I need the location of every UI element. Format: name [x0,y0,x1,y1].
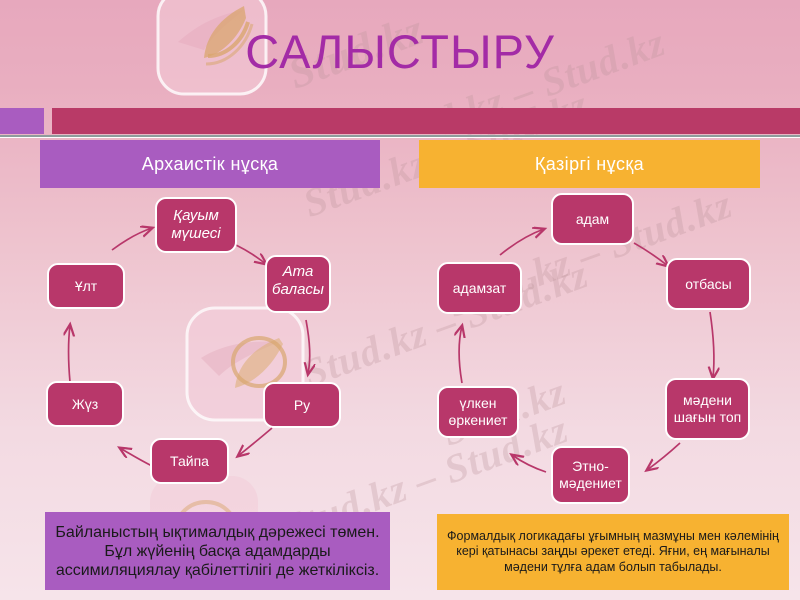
node-label: адамзат [452,279,507,296]
node-ata-balasy: Ата баласы [265,255,331,313]
node-adam: адам [551,193,634,245]
arrow-adam-to-otbasy [633,242,668,266]
node-etno-madeniet: Этно-мәдениет [551,446,630,504]
node-madeni-sagyn-top: мәдени шағын топ [665,378,750,440]
band-rule-white [0,137,800,138]
band-rule-gray [0,135,800,137]
band-swatch [0,108,44,134]
arrow-adamzat-to-adam [499,229,544,256]
node-label: Қауым мүшесі [171,207,221,242]
arrow-otbasy-to-madeni [710,311,714,378]
node-label: Ру [293,396,311,413]
column-header-modern-label: Қазіргі нұсқа [534,153,645,174]
header-band [0,108,800,138]
node-label: Этно-мәдениет [559,458,622,491]
node-label: Тайпа [170,452,209,469]
arrow-kauym-to-ata [235,244,266,264]
slide-title: САЛЫСТЫРУ [245,25,555,78]
node-label: адам [575,210,610,227]
column-header-modern: Қазіргі нұсқа [419,140,760,188]
node-label: Жүз [71,395,99,412]
arrow-etno-to-orkeniet [512,455,547,473]
node-zhuz: Жүз [46,381,124,427]
node-ult: Ұлт [47,263,125,309]
arrow-ru-to-taipa [238,427,273,456]
note-modern: Формалдық логикадағы ұғымның мазмұны мен… [437,514,789,590]
node-taipa: Тайпа [150,438,229,484]
column-header-archaic-label: Архаистік нұсқа [141,153,279,174]
arrow-orkeniet-to-adamzat [459,326,462,384]
node-label: мәдени шағын топ [673,392,742,425]
arrow-zhuz-to-ult [69,325,71,383]
note-archaic: Байланыстың ықтималдық дәрежесі төмен. Б… [45,512,390,590]
arrow-ata-to-ru [306,319,310,374]
note-modern-text: Формалдық логикадағы ұғымның мазмұны мен… [447,528,779,574]
node-ru: Ру [263,382,341,428]
band-main-bar [52,108,800,134]
column-header-archaic: Архаистік нұсқа [40,140,380,188]
node-kauym-musesi: Қауым мүшесі [155,197,237,253]
node-label: Ұлт [74,277,98,294]
arrow-taipa-to-zhuz [120,448,153,467]
node-label: отбасы [685,275,732,292]
node-label: Ата баласы [272,263,324,298]
note-archaic-text: Байланыстың ықтималдық дәрежесі төмен. Б… [55,523,380,579]
arrow-madeni-to-etno [647,442,681,470]
node-label: үлкен өркениет [448,395,508,428]
node-adamzat: адамзат [437,262,522,314]
arrow-ult-to-kauym [111,228,152,251]
node-ulken-orkeniet: үлкен өркениет [437,386,519,438]
node-otbasy: отбасы [666,258,751,310]
